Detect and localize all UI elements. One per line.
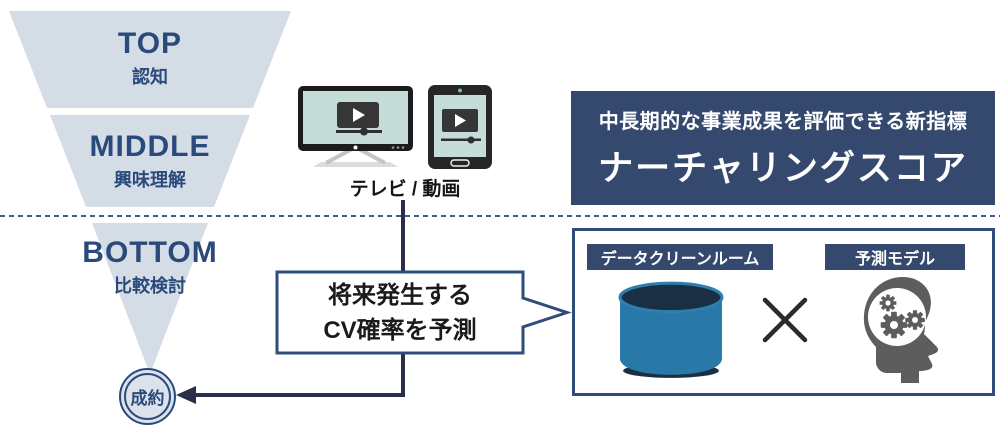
header-subtitle: 中長期的な事業成果を評価できる新指標: [598, 111, 968, 133]
callout-bubble-shape: [275, 270, 572, 355]
database-icon: [618, 281, 724, 378]
stage-bottom-name: BOTTOM: [82, 236, 218, 269]
formula-box: データクリーンルーム 予測モデル: [572, 228, 995, 396]
multiply-icon: [762, 297, 808, 343]
stage-bottom-label: 比較検討: [114, 275, 186, 296]
tv-tablet-icon: [298, 85, 492, 169]
funnel-stage-top: TOP 認知: [0, 28, 300, 89]
arrowhead-left-icon: [176, 386, 196, 404]
header-panel: 中長期的な事業成果を評価できる新指標 ナーチャリングスコア: [571, 91, 995, 205]
header-title: ナーチャリングスコア: [598, 149, 968, 188]
goal-circle: 成約: [119, 368, 176, 425]
funnel-bottom-shape: [92, 223, 208, 374]
media-caption: テレビ / 動画: [349, 179, 461, 200]
callout-text: 将来発生する CV確率を予測: [277, 279, 523, 349]
callout-line1: 将来発生する: [328, 282, 472, 309]
goal-label: 成約: [130, 389, 165, 408]
stage-middle-name: MIDDLE: [89, 130, 211, 163]
callout-line2: CV確率を予測: [323, 316, 477, 344]
brain-gears-icon: [863, 277, 939, 383]
funnel-top-shape: [9, 11, 291, 108]
stage-top-label: 認知: [132, 66, 168, 87]
tv-icon: [298, 86, 413, 167]
stage-middle-label: 興味理解: [114, 169, 186, 190]
goal-circle-inner-ring: 成約: [124, 373, 171, 420]
stage-top-name: TOP: [117, 27, 183, 60]
conversion-flow-line: [194, 200, 405, 397]
prediction-model-chip: 予測モデル: [825, 244, 965, 270]
funnel-middle-shape: [50, 115, 250, 207]
funnel-stage-middle: MIDDLE 興味理解: [0, 131, 300, 192]
tablet-icon: [428, 85, 492, 169]
funnel-stage-bottom: BOTTOM 比較検討: [0, 237, 300, 298]
data-clean-room-chip: データクリーンルーム: [587, 244, 773, 270]
